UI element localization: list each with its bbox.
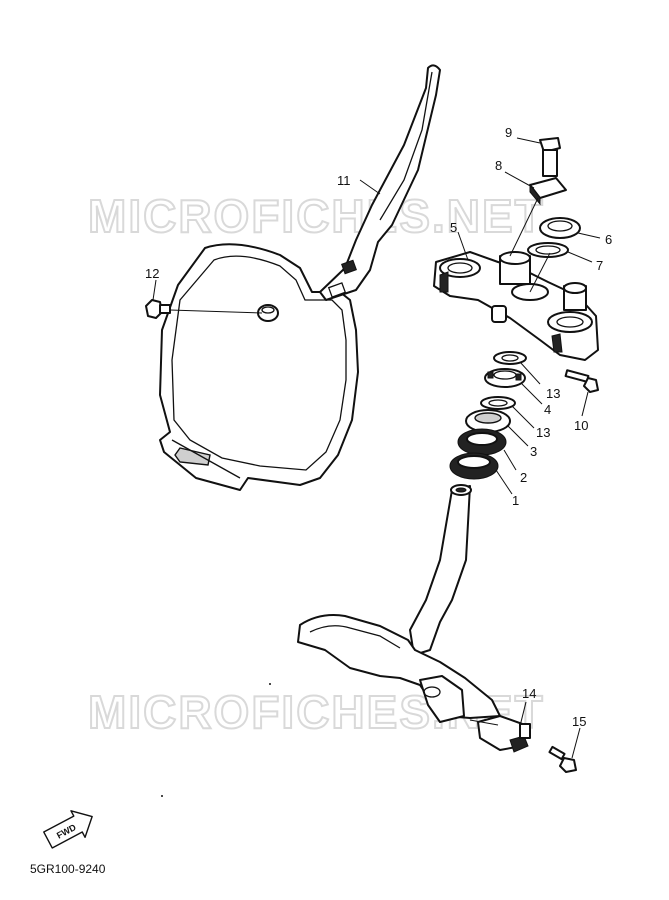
drawing-code: 5GR100-9240	[30, 862, 106, 876]
steering-stem	[409, 484, 472, 656]
washer-13b	[480, 396, 516, 410]
callout-1: 1	[512, 493, 519, 508]
race-1	[449, 452, 499, 480]
callout-9: 9	[505, 125, 512, 140]
washer-13a	[493, 351, 527, 365]
callout-5: 5	[450, 220, 457, 235]
callout-3: 3	[530, 444, 537, 459]
callout-6: 6	[605, 232, 612, 247]
callout-13a: 13	[546, 386, 560, 401]
bearing-2	[457, 428, 507, 456]
seal-3	[465, 409, 511, 433]
callout-12: 12	[145, 266, 159, 281]
bolt-15	[548, 745, 577, 773]
upper-bracket	[433, 251, 599, 361]
callout-2: 2	[520, 470, 527, 485]
watermark-top: MICROFICHES.NET	[88, 190, 545, 242]
washer-7	[527, 242, 569, 258]
callout-10: 10	[574, 418, 588, 433]
callout-14: 14	[522, 686, 536, 701]
fwd-arrow-icon: FWD	[43, 810, 93, 849]
callout-7: 7	[596, 258, 603, 273]
bolt-9	[539, 137, 561, 177]
callout-13b: 13	[536, 425, 550, 440]
callout-8: 8	[495, 158, 502, 173]
number-plate	[159, 243, 359, 491]
clamp-14	[477, 715, 531, 753]
callout-11: 11	[337, 173, 351, 188]
callout-4: 4	[544, 402, 551, 417]
washer-6	[539, 217, 581, 239]
ring-nut-4	[484, 368, 526, 388]
callout-15: 15	[572, 714, 586, 729]
stay-bracket	[319, 64, 441, 301]
bolt-10	[564, 369, 599, 393]
bolt-12	[145, 299, 171, 319]
lower-bracket	[297, 614, 501, 723]
